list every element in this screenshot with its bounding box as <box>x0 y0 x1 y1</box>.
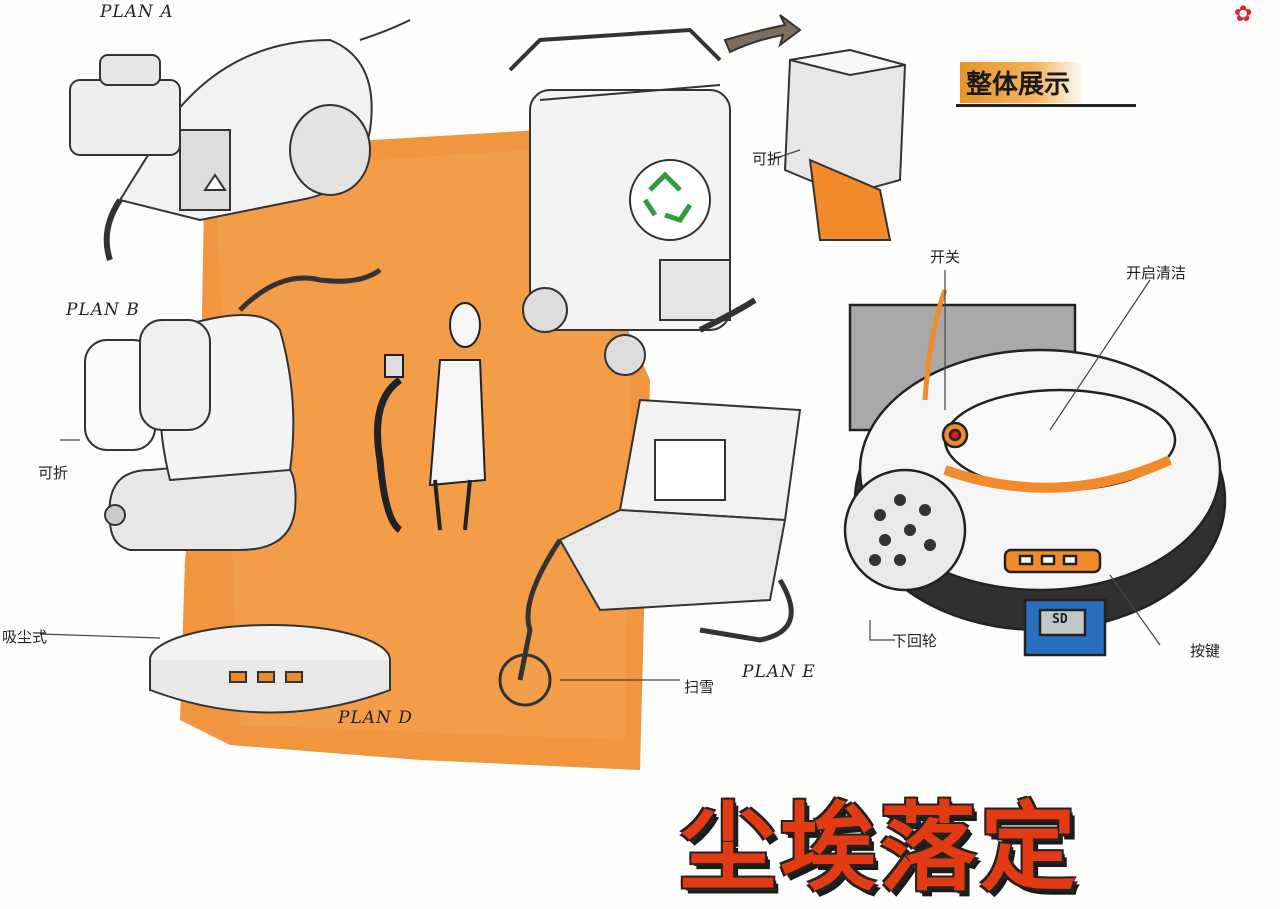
switch-annotation: 开关 <box>930 248 961 266</box>
plan-b-label: PLAN B <box>66 300 140 320</box>
person-sketch <box>374 302 487 533</box>
main-robot-sketch <box>843 289 1227 657</box>
laptop-sketch <box>498 398 802 707</box>
sd-card-label: SD <box>1052 612 1068 627</box>
plan-b-vacuum-sketch <box>84 267 382 551</box>
plan-d-robot-sketch <box>149 624 391 714</box>
foldable-annotation-left: 可折 <box>38 464 69 482</box>
buttons-annotation: 按键 <box>1190 642 1221 660</box>
title-underline <box>956 104 1136 107</box>
sweep-annotation: 扫雪 <box>684 678 715 696</box>
plan-a-label: PLAN A <box>100 2 174 22</box>
lower-wheel-annotation: 下回轮 <box>892 632 938 650</box>
foldable-annotation: 可折 <box>752 150 783 168</box>
main-title: 尘埃落定 <box>680 792 1080 904</box>
recycle-icon <box>642 171 693 223</box>
corner-stamp-icon: ✿ <box>1234 2 1253 27</box>
recycle-cart-sketch <box>508 27 757 376</box>
open-cleaning-annotation: 开启清洁 <box>1126 264 1187 282</box>
section-title: 整体展示 <box>960 62 1085 103</box>
plan-d-label: PLAN D <box>338 708 413 728</box>
foldable-box-sketch <box>723 14 907 241</box>
plan-a-vacuum-sketch <box>69 19 411 261</box>
plan-e-label: PLAN E <box>742 662 816 682</box>
suction-annotation: 吸尘式 <box>2 628 48 646</box>
